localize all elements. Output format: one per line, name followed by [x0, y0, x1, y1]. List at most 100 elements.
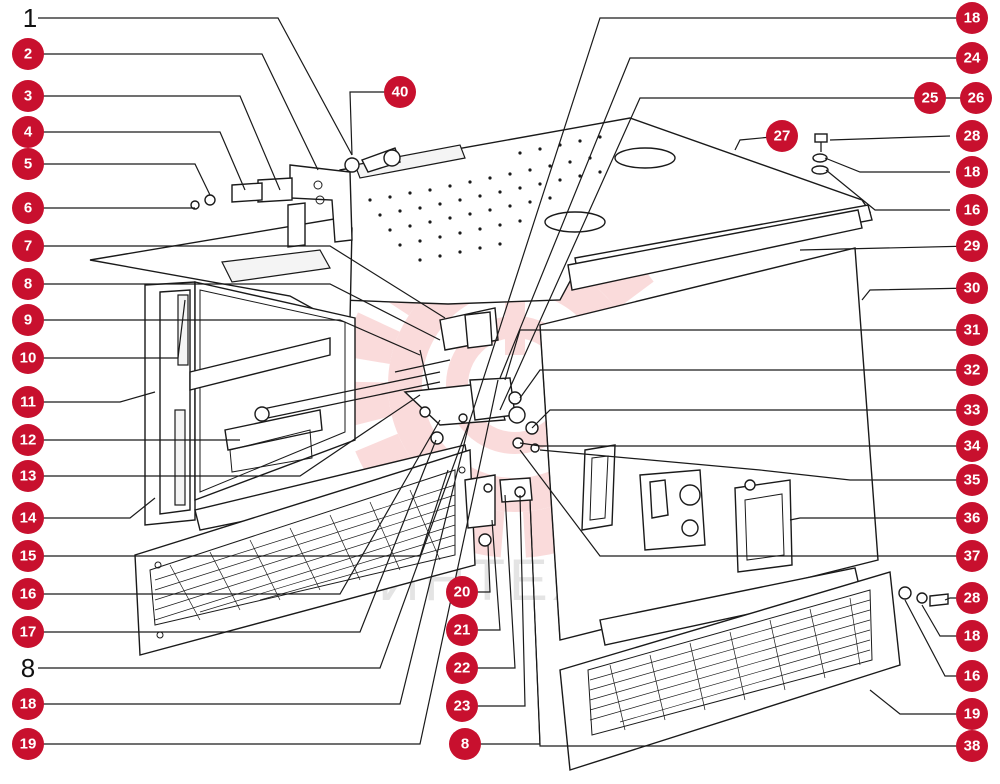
- callout-right-18b: 18: [956, 156, 988, 188]
- svg-text:30: 30: [964, 280, 981, 297]
- callout-right-37: 37: [956, 540, 988, 572]
- right-fasteners: [811, 133, 949, 607]
- svg-text:5: 5: [24, 156, 32, 173]
- callout-center-21: 21: [446, 614, 478, 646]
- svg-text:27: 27: [774, 128, 791, 145]
- callout-left-5: 5: [12, 148, 44, 180]
- callout-left-8: 8: [12, 268, 44, 300]
- callout-right-32: 32: [956, 354, 988, 386]
- svg-text:23: 23: [454, 698, 471, 715]
- callout-left-18: 18: [12, 688, 44, 720]
- svg-text:26: 26: [968, 90, 985, 107]
- callout-right-30: 30: [956, 272, 988, 304]
- leader-lines: [28, 17, 973, 747]
- callout-right-18a: 18: [956, 2, 988, 34]
- left-grille-panel: [134, 444, 476, 656]
- callout-center-22: 22: [446, 652, 478, 684]
- callout-right-33: 33: [956, 394, 988, 426]
- callout-right-36: 36: [956, 502, 988, 534]
- callout-top-27: 27: [766, 120, 798, 152]
- callout-left-4: 4: [12, 116, 44, 148]
- svg-text:16: 16: [964, 668, 981, 685]
- callout-right-19: 19: [956, 698, 988, 730]
- svg-text:36: 36: [964, 510, 981, 527]
- callout-left-2: 2: [12, 38, 44, 70]
- callout-center-8: 8: [449, 728, 481, 760]
- svg-text:10: 10: [20, 350, 37, 367]
- callout-left-17: 17: [12, 616, 44, 648]
- svg-text:22: 22: [454, 660, 471, 677]
- hinge-bracket: [190, 147, 401, 248]
- svg-text:7: 7: [24, 238, 32, 255]
- svg-text:13: 13: [20, 468, 37, 485]
- callout-center-23: 23: [446, 690, 478, 722]
- svg-text:29: 29: [964, 238, 981, 255]
- right-grille-panel: [559, 567, 901, 771]
- svg-text:25: 25: [922, 90, 939, 107]
- callout-right-35: 35: [956, 464, 988, 496]
- callout-top-25: 25: [914, 82, 946, 114]
- svg-text:35: 35: [964, 472, 981, 489]
- callout-left-19: 19: [12, 728, 44, 760]
- inner-bar-handle: [189, 337, 441, 473]
- svg-text:14: 14: [20, 510, 37, 527]
- callout-left-10: 10: [12, 342, 44, 374]
- svg-text:8: 8: [21, 653, 35, 683]
- callout-left-6: 6: [12, 192, 44, 224]
- svg-text:21: 21: [454, 622, 471, 639]
- svg-text:1: 1: [23, 3, 37, 33]
- callout-left-9: 9: [12, 304, 44, 336]
- svg-text:9: 9: [24, 312, 32, 329]
- center-latch-assembly: [403, 307, 533, 547]
- svg-text:11: 11: [20, 394, 36, 411]
- svg-text:8: 8: [461, 736, 469, 753]
- svg-text:34: 34: [964, 438, 981, 455]
- svg-text:33: 33: [964, 402, 981, 419]
- svg-text:24: 24: [964, 50, 981, 67]
- callout-left-7: 7: [12, 230, 44, 262]
- svg-text:18: 18: [964, 628, 981, 645]
- callout-right-26: 26: [960, 82, 992, 114]
- callout-top-40: 40: [384, 76, 416, 108]
- callout-right-16a: 16: [956, 194, 988, 226]
- svg-text:8: 8: [24, 276, 32, 293]
- callout-left-15: 15: [12, 540, 44, 572]
- callout-left-12: 12: [12, 424, 44, 456]
- svg-text:17: 17: [20, 624, 37, 641]
- svg-text:18: 18: [964, 164, 981, 181]
- right-door: [539, 209, 879, 641]
- svg-text:28: 28: [964, 128, 981, 145]
- callout-left-13: 13: [12, 460, 44, 492]
- svg-text:16: 16: [964, 202, 981, 219]
- svg-text:12: 12: [20, 432, 37, 449]
- svg-text:40: 40: [392, 84, 409, 101]
- callout-plain-1: 1: [23, 3, 37, 33]
- svg-text:19: 19: [20, 736, 37, 753]
- callout-right-38: 38: [956, 730, 988, 762]
- svg-text:4: 4: [24, 124, 33, 141]
- svg-text:16: 16: [20, 586, 37, 603]
- callout-left-11: 11: [12, 386, 44, 418]
- long-rod: [394, 349, 451, 396]
- svg-text:28: 28: [964, 590, 981, 607]
- svg-text:15: 15: [20, 548, 37, 565]
- svg-text:38: 38: [964, 738, 981, 755]
- svg-text:3: 3: [24, 88, 32, 105]
- svg-text:2: 2: [24, 46, 32, 63]
- callout-plain-8: 8: [21, 653, 35, 683]
- svg-text:31: 31: [964, 322, 981, 339]
- svg-text:18: 18: [20, 696, 37, 713]
- callout-right-31: 31: [956, 314, 988, 346]
- svg-text:37: 37: [964, 548, 981, 565]
- callout-left-16: 16: [12, 578, 44, 610]
- svg-text:18: 18: [964, 10, 981, 27]
- callout-right-34: 34: [956, 430, 988, 462]
- svg-text:19: 19: [964, 706, 981, 723]
- callout-right-16b: 16: [956, 660, 988, 692]
- svg-text:32: 32: [964, 362, 981, 379]
- svg-text:20: 20: [454, 584, 471, 601]
- callout-center-20: 20: [446, 576, 478, 608]
- svg-text:6: 6: [24, 200, 32, 217]
- callout-right-28a: 28: [956, 120, 988, 152]
